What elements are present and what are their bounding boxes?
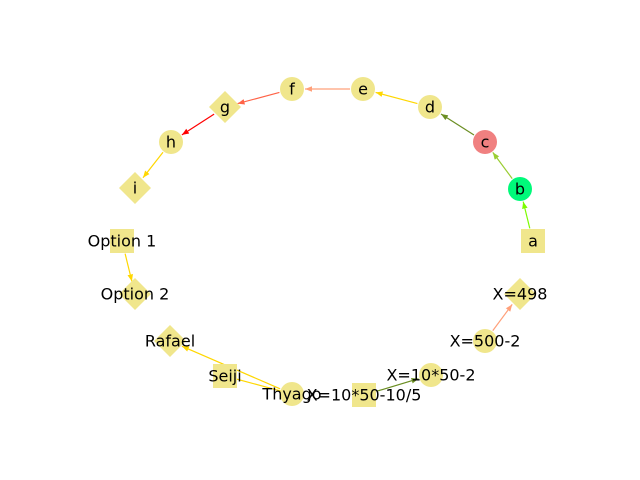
edge-c-to-d [440,113,475,136]
node-label-b: b [515,180,525,199]
node-label-i: i [133,179,137,198]
node-f [280,77,304,101]
node-label-g: g [220,98,230,117]
edge-x3-to-x4 [492,304,513,331]
node-a [521,229,545,253]
node-label-seiji: Seiji [208,367,241,386]
node-label-x4: X=498 [493,285,548,304]
edge-layer [124,86,531,392]
node-e [351,77,375,101]
node-x2 [419,363,443,387]
node-label-rafael: Rafael [145,332,195,351]
edge-f-to-g [237,91,280,105]
node-label-opt2: Option 2 [101,285,170,304]
node-seiji [213,364,237,388]
node-opt2 [119,278,151,310]
edge-a-to-b [522,201,531,229]
node-x1 [352,383,376,407]
node-opt1 [110,229,134,253]
node-layer [110,77,545,407]
node-label-f: f [289,80,295,99]
node-x4 [504,278,536,310]
edge-opt1-to-opt2 [124,253,133,282]
node-x3 [473,329,497,353]
node-i [119,172,151,204]
node-label-x2: X=10*50-2 [386,366,475,385]
edge-d-to-e [375,91,418,105]
node-h [159,130,183,154]
node-thyago [280,382,304,406]
link-seiji-thyago [234,378,283,392]
node-label-d: d [425,98,435,117]
node-c [473,130,497,154]
node-label-c: c [481,133,490,152]
node-label-a: a [528,232,538,251]
node-label-opt1: Option 1 [88,232,157,251]
edge-x1-to-x2 [376,378,419,392]
node-rafael [154,325,186,357]
edge-g-to-h [181,113,215,136]
node-b [508,177,532,201]
node-label-thyago: Thyago [261,385,321,404]
node-g [209,91,241,123]
edge-b-to-c [492,152,513,179]
node-label-e: e [358,80,368,99]
node-d [418,95,442,119]
node-label-x1: X=10*50-10/5 [307,386,422,405]
node-label-x3: X=500-2 [450,332,521,351]
node-label-h: h [166,133,176,152]
edge-h-to-i [142,151,164,179]
